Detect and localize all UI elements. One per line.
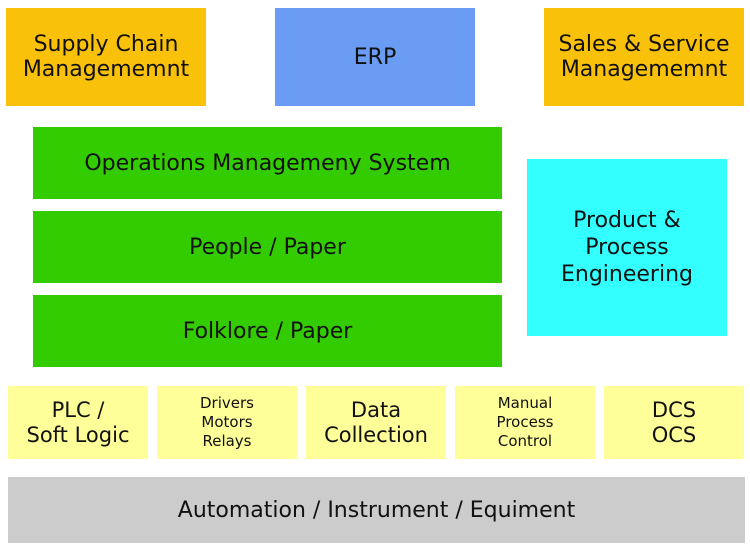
supply-chain-management-box: Supply Chain Managememnt [6, 8, 206, 106]
folklore-paper-box: Folklore / Paper [33, 295, 502, 367]
data-collection-box: Data Collection [306, 386, 446, 459]
manual-process-control-box: Manual Process Control [455, 386, 595, 459]
plc-soft-logic-box: PLC / Soft Logic [8, 386, 148, 459]
drivers-motors-relays-box: Drivers Motors Relays [157, 386, 297, 459]
automation-instrument-equipment-box: Automation / Instrument / Equiment [8, 477, 745, 543]
product-process-engineering-box: Product & Process Engineering [527, 159, 727, 336]
erp-box: ERP [275, 8, 475, 106]
sales-service-management-box: Sales & Service Managememnt [544, 8, 744, 106]
people-paper-box: People / Paper [33, 211, 502, 283]
dcs-ocs-box: DCS OCS [604, 386, 744, 459]
operations-management-system-box: Operations Managemeny System [33, 127, 502, 199]
